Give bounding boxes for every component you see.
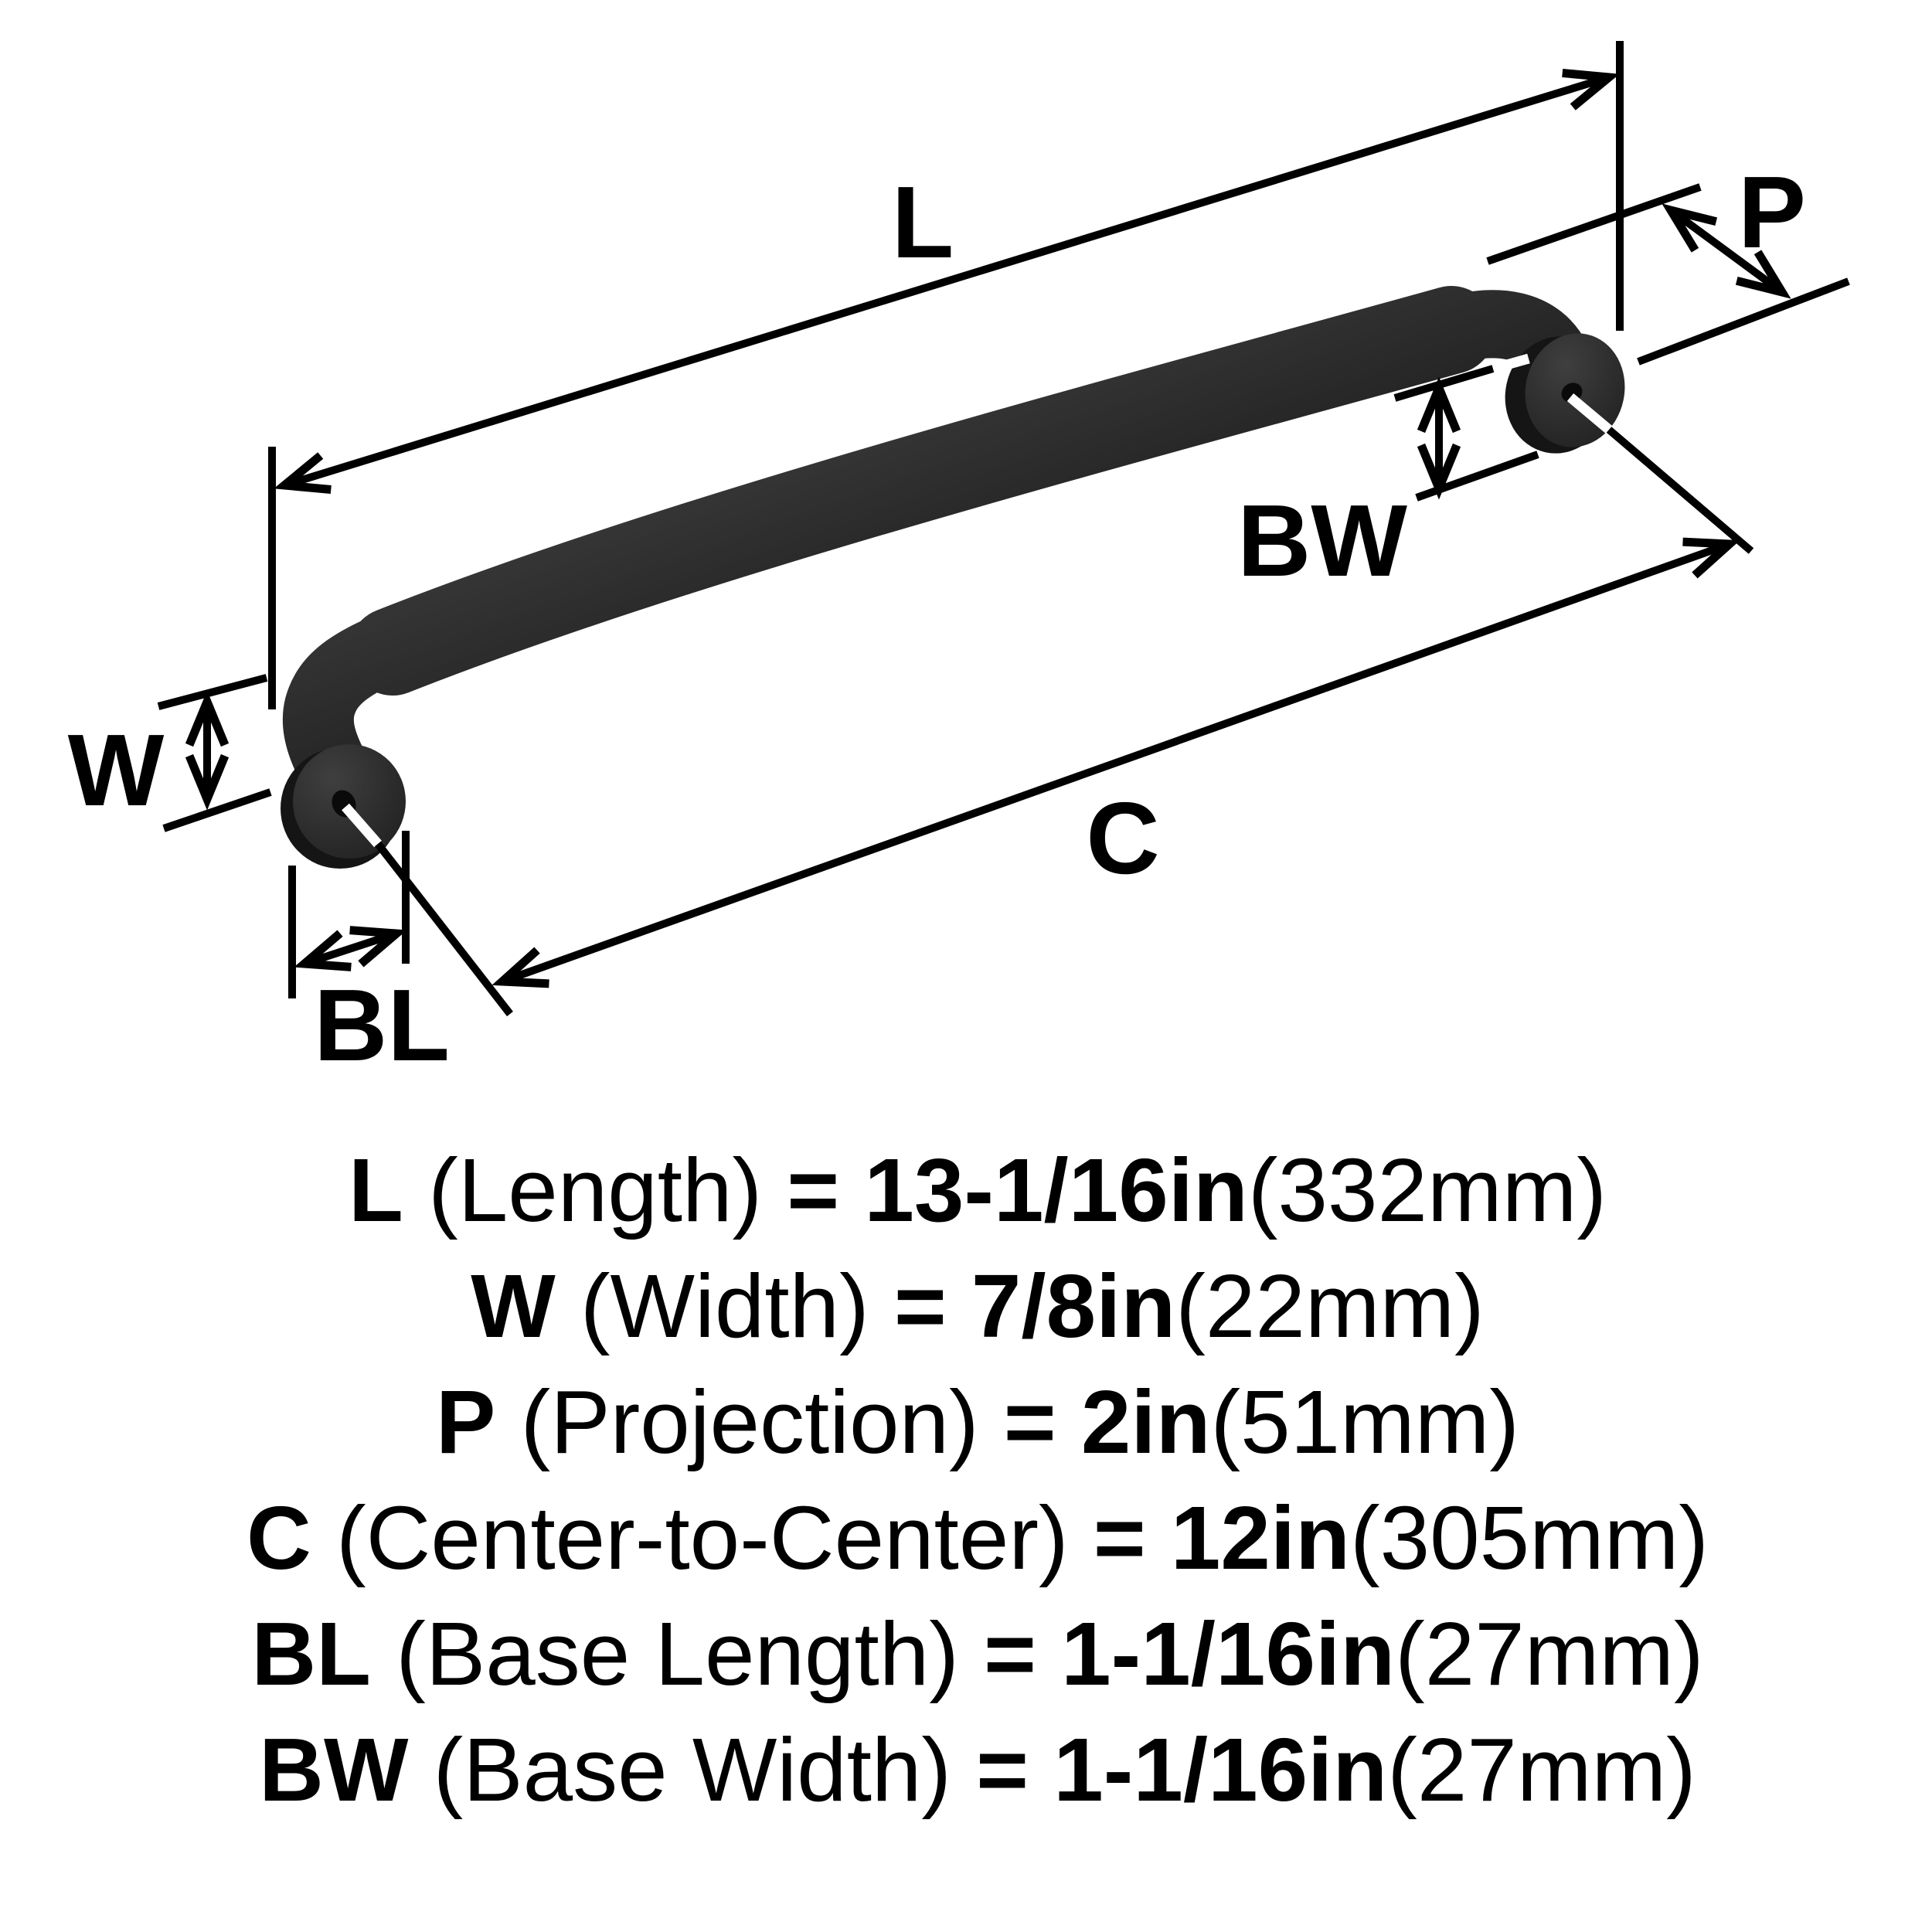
spec-width-var: W [471,1256,556,1356]
spec-length-value: = 13-1/16in [787,1140,1247,1240]
p-arrow [1662,203,1791,299]
dim-length: L [268,41,1624,709]
spec-line-base-width: BW (Base Width) = 1-1/16in(27mm) [259,1719,1696,1820]
p-label: P [1738,155,1806,269]
spec-width-value: = 7/8in [894,1256,1175,1356]
spec-length-metric: (332mm) [1248,1140,1607,1240]
bw-tick-bottom [1415,451,1539,502]
spec-center-value: = 12in [1094,1488,1350,1588]
spec-projection-metric: (51mm) [1210,1372,1519,1472]
spec-base-length-value: = 1-1/16in [984,1604,1395,1704]
c-dimension-line [492,537,1740,988]
bl-arrow [294,926,407,971]
spec-center-var: C [247,1488,311,1588]
spec-base-length-metric: (27mm) [1395,1604,1704,1704]
l-label: L [892,165,954,279]
spec-projection-name: (Projection) [495,1372,1004,1472]
spec-base-width-name: (Base Width) [408,1719,976,1820]
dim-base-width: BW [1237,353,1539,597]
c-extension-tick-right [1606,427,1754,554]
dim-base-length: BL [288,831,450,1082]
spec-length-name: (Length) [403,1140,787,1240]
spec-line-width: W (Width) = 7/8in(22mm) [471,1256,1485,1356]
spec-line-length: L (Length) = 13-1/16in(332mm) [349,1140,1607,1240]
w-label: W [68,713,165,827]
c-extension-tick-left [375,841,513,1017]
c-hole-slash-left [342,803,382,848]
w-tick-bottom [162,788,272,832]
bw-label: BW [1237,484,1407,597]
spec-base-length-var: BL [251,1604,371,1704]
bl-label: BL [314,968,450,1082]
spec-base-width-var: BW [259,1719,409,1820]
w-tick-top [157,674,268,710]
p-reference-line-top [1486,183,1702,265]
c-hole-slash-right [1566,393,1613,434]
c-label: C [1086,781,1159,895]
spec-list: L (Length) = 13-1/16in(332mm) W (Width) … [247,1140,1709,1820]
dim-projection: P [1486,155,1850,366]
p-reference-line-bottom [1637,277,1850,366]
spec-width-metric: (22mm) [1175,1256,1485,1356]
spec-base-width-metric: (27mm) [1387,1719,1696,1820]
spec-projection-value: = 2in [1004,1372,1211,1472]
spec-length-var: L [349,1140,403,1240]
spec-line-projection: P (Projection) = 2in(51mm) [436,1372,1519,1472]
dim-width: W [68,674,272,832]
bw-tick-top-overlay [1492,353,1530,374]
spec-line-center: C (Center-to-Center) = 12in(305mm) [247,1488,1709,1588]
spec-base-length-name: (Base Length) [371,1604,984,1704]
spec-width-name: (Width) [556,1256,894,1356]
spec-base-width-value: = 1-1/16in [976,1719,1387,1820]
spec-center-name: (Center-to-Center) [311,1488,1094,1588]
l-dimension-line [274,69,1620,494]
spec-line-base-length: BL (Base Length) = 1-1/16in(27mm) [251,1604,1703,1704]
dim-center-to-center: C [342,393,1754,1017]
spec-center-metric: (305mm) [1350,1488,1709,1588]
spec-projection-var: P [436,1372,495,1472]
